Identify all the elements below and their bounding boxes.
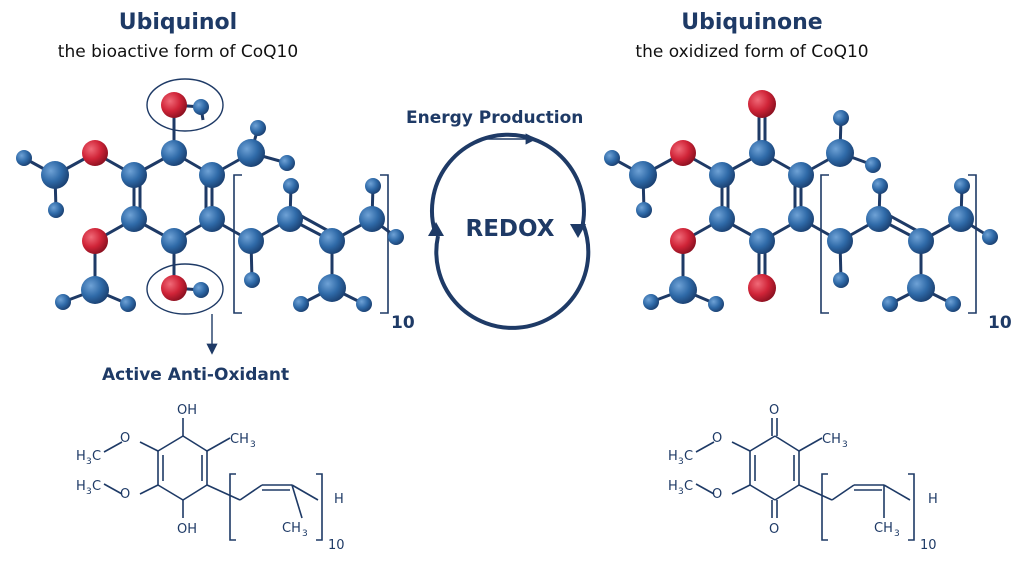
svg-text:H: H <box>76 479 86 494</box>
terminal-h-label: H <box>334 492 344 507</box>
svg-text:3: 3 <box>894 529 900 539</box>
ubiquinone-subtitle: the oxidized form of CoQ10 <box>635 42 869 62</box>
ubiquinol-atoms <box>16 92 404 312</box>
active-anti-oxidant-label: Active Anti-Oxidant <box>102 365 290 385</box>
formula-repeat-count: 10 <box>920 538 937 553</box>
methoxy-o-label: O <box>120 431 130 446</box>
oh-top-label: OH <box>177 403 197 418</box>
svg-text:3: 3 <box>302 529 308 539</box>
svg-text:3: 3 <box>250 440 256 450</box>
redox-cycle-icon <box>428 132 591 330</box>
formula-repeat-count: 10 <box>328 538 345 553</box>
svg-text:3: 3 <box>678 457 684 467</box>
ubiquinone-title: Ubiquinone <box>681 10 823 35</box>
ubiquinone-atoms <box>604 90 998 312</box>
h3c-label-1: H 3 C <box>668 449 693 467</box>
carbonyl-o-bottom-label: O <box>769 522 779 537</box>
svg-text:H: H <box>668 449 678 464</box>
ubiquinone-repeat-count: 10 <box>988 313 1012 333</box>
ubiquinone-skeletal-formula <box>695 418 915 541</box>
svg-text:CH: CH <box>874 521 893 536</box>
ubiquinol-skeletal-formula <box>103 418 323 541</box>
ubiquinol-repeat-count: 10 <box>391 313 415 333</box>
ch3-label-tail: CH 3 <box>874 521 900 539</box>
svg-text:H: H <box>668 479 678 494</box>
svg-text:CH: CH <box>282 521 301 536</box>
ch3-label-ring: CH 3 <box>822 432 848 450</box>
svg-text:3: 3 <box>842 440 848 450</box>
svg-text:H: H <box>76 449 86 464</box>
svg-text:CH: CH <box>822 432 841 447</box>
h3c-label-1: H 3 C <box>76 449 101 467</box>
svg-text:CH: CH <box>230 432 249 447</box>
h3c-label-2: H 3 C <box>668 479 693 497</box>
cycle-arrowhead-down <box>570 224 586 238</box>
methoxy-o-label: O <box>120 487 130 502</box>
methoxy-o-label: O <box>712 487 722 502</box>
energy-production-label: Energy Production <box>406 108 584 128</box>
redox-label: REDOX <box>466 216 555 242</box>
svg-text:C: C <box>92 449 101 464</box>
svg-text:3: 3 <box>86 457 92 467</box>
ubiquinol-title: Ubiquinol <box>118 10 238 35</box>
ubiquinol-subtitle: the bioactive form of CoQ10 <box>57 42 299 62</box>
oh-bottom-label: OH <box>177 522 197 537</box>
ch3-label-tail: CH 3 <box>282 521 308 539</box>
h3c-label-2: H 3 C <box>76 479 101 497</box>
svg-text:3: 3 <box>86 487 92 497</box>
svg-text:C: C <box>92 479 101 494</box>
methoxy-o-label: O <box>712 431 722 446</box>
svg-text:C: C <box>684 449 693 464</box>
carbonyl-o-top-label: O <box>769 403 779 418</box>
svg-text:3: 3 <box>678 487 684 497</box>
cycle-arrowhead-up <box>428 222 444 236</box>
terminal-h-label: H <box>928 492 938 507</box>
ch3-label-ring: CH 3 <box>230 432 256 450</box>
svg-text:C: C <box>684 479 693 494</box>
